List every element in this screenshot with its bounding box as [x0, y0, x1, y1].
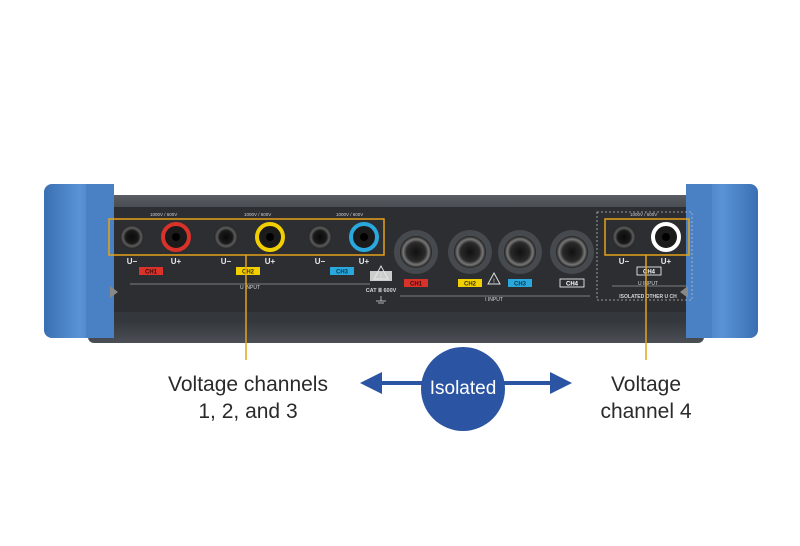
ch2-rating: 1000V / 600V: [244, 212, 271, 217]
left-corner-mark: [110, 286, 118, 298]
i-ch3-tag-text: CH3: [514, 282, 527, 288]
ground-symbol-icon: [376, 296, 386, 304]
i-ch2-tag-text: CH2: [464, 282, 477, 288]
ch2-u-plus-label: U+: [265, 257, 276, 266]
ch3-u-plus-label: U+: [359, 257, 370, 266]
i-ch3-connector: [504, 236, 536, 268]
svg-text:!: !: [493, 279, 495, 285]
u-ch1-tag: [139, 267, 163, 275]
u-ch1-tag-text: CH1: [145, 270, 158, 276]
u-ch3-tag-text: CH3: [336, 270, 349, 276]
u-ch4-tag: [636, 266, 662, 276]
i-ch1-tag: [404, 279, 428, 287]
isolated-group-outline: [596, 211, 693, 301]
ch4-u-minus-jack: [612, 225, 636, 249]
ch4-u-minus-label: U−: [619, 257, 630, 266]
i-input-label: I INPUT: [485, 297, 503, 303]
ch3-u-minus-label: U−: [315, 257, 326, 266]
current-inputs: [394, 230, 594, 274]
ch3-u-minus-jack: [308, 225, 332, 249]
voltage-ch123-callout-line2: 1, 2, and 3: [198, 400, 298, 423]
i-ch4-tag-text: CH4: [566, 282, 579, 288]
ch1-rating: 1000V / 600V: [150, 212, 177, 217]
u-input-ch4-label: U INPUT: [638, 281, 658, 287]
right-bumper-edge: [686, 184, 712, 338]
i-ch1-connector: [400, 236, 432, 268]
ch2-u-minus-label: U−: [221, 257, 232, 266]
ch3-rating: 1000V / 600V: [336, 212, 363, 217]
u-ch2-tag: [236, 267, 260, 275]
left-bumper-edge: [86, 184, 114, 338]
right-corner-mark: [680, 286, 688, 298]
arrow-right-head: [550, 372, 572, 394]
i-ch2-connector: [454, 236, 486, 268]
ch1-u-minus-jack: [120, 225, 144, 249]
caution-plate: [370, 271, 392, 281]
u-ch2-tag-text: CH2: [242, 270, 255, 276]
isolated-note: ISOLATED OTHER U CH: [619, 294, 677, 300]
voltage-jacks-ch123: [120, 222, 379, 252]
i-ch4-connector: [556, 236, 588, 268]
arrow-left-head: [360, 372, 382, 394]
ch1-u-plus-label: U+: [171, 257, 182, 266]
u-ch4-tag-text: CH4: [643, 270, 656, 276]
isolated-badge-label: Isolated: [429, 378, 497, 399]
cat-rating-label: CAT Ⅲ 600V: [366, 287, 397, 294]
voltage-ch4-callout: Voltage channel 4: [566, 371, 726, 425]
ch4-u-plus-label: U+: [661, 257, 672, 266]
u-ch3-tag: [330, 267, 354, 275]
i-ch3-tag: [508, 279, 532, 287]
voltage-ch4-callout-line2: channel 4: [600, 400, 692, 423]
voltage-ch4-highlight: [604, 218, 690, 256]
i-ch4-tag: [559, 278, 585, 288]
voltage-ch123-callout: Voltage channels 1, 2, and 3: [130, 371, 366, 425]
voltage-ch4-callout-line1: Voltage: [610, 373, 682, 396]
ch2-u-minus-jack: [214, 225, 238, 249]
voltage-ch123-callout-line1: Voltage channels: [168, 373, 328, 396]
u-input-label: U INPUT: [240, 285, 260, 291]
ch4-rating: 1000V / 600V: [630, 212, 657, 217]
isolated-badge: Isolated: [421, 347, 505, 431]
i-ch2-tag: [458, 279, 482, 287]
i-ch1-tag-text: CH1: [410, 282, 423, 288]
warning-icon-center: !: [487, 271, 501, 285]
ch1-u-minus-label: U−: [127, 257, 138, 266]
